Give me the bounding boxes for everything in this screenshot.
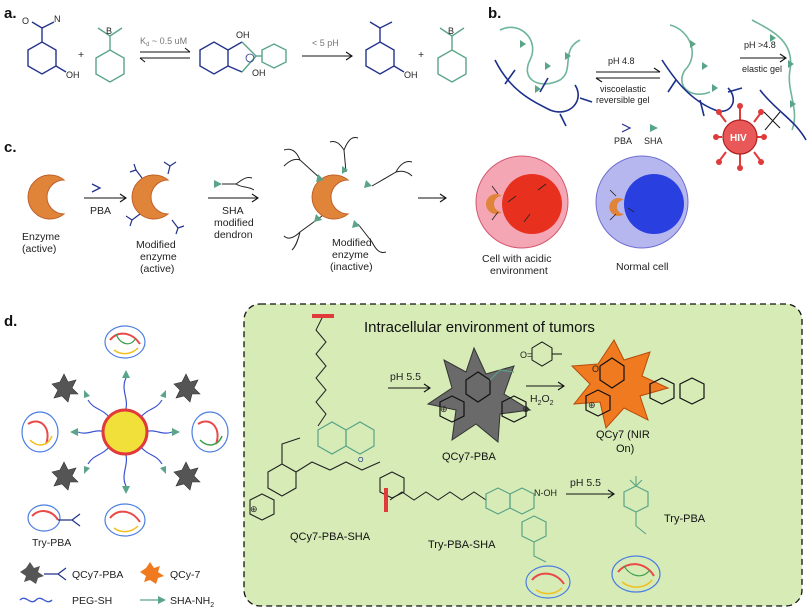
legend-qcy7-label: QCy-7: [170, 569, 200, 581]
legend-pba-label: PBA: [614, 136, 632, 146]
inactive-enzyme-label-2: enzyme: [332, 249, 369, 261]
legend-sha-label: SHA: [644, 136, 663, 146]
legend-peg-label: PEG-SH: [72, 595, 112, 607]
svg-text:⊕: ⊕: [440, 404, 448, 414]
panel-d-label: d.: [4, 313, 17, 330]
h2o2-label: H2O2: [530, 393, 554, 407]
svg-text:O: O: [358, 457, 364, 464]
ph55-label-bottom: pH 5.5: [570, 477, 601, 489]
polymer-network-1: [494, 26, 593, 127]
atom-oh-1: OH: [66, 70, 80, 80]
inactive-enzyme-label-3: (inactive): [330, 261, 373, 273]
enzyme-label-1: Enzyme: [22, 231, 60, 243]
nanoparticle-assembly: [21, 325, 229, 537]
ph55-label-top: pH 5.5: [390, 371, 421, 383]
svg-text:⊕: ⊕: [250, 504, 258, 514]
mod-enzyme-label-3: (active): [140, 263, 174, 275]
qcy7-nir-on-molecule: O ⊕: [570, 339, 705, 430]
sha-label-3: dendron: [214, 229, 253, 241]
try-pba-label-left: Try-PBA: [32, 537, 71, 549]
sha-molecule-right: OH: [365, 21, 418, 80]
sha-label-1: SHA: [222, 205, 244, 217]
reversible-gel-label: reversible gel: [596, 95, 650, 105]
atom-oh-4: OH: [404, 70, 418, 80]
qcy7-pba-sha-probe: O ⊕: [249, 314, 405, 521]
try-pba-sha-molecule: N-OH: [384, 487, 571, 599]
plus-sign-a1: +: [78, 49, 84, 61]
qcy7-pba-label: QCy7-PBA: [442, 451, 496, 463]
enzyme-active-shape: [27, 174, 66, 220]
panel-b-label: b.: [488, 5, 501, 22]
qcy7-nir-label-1: QCy7 (NIR: [596, 429, 650, 441]
acidic-cell: [475, 155, 569, 249]
qcy7-pba-sha-label: QCy7-PBA-SHA: [290, 531, 371, 543]
panel-a-label: a.: [4, 5, 17, 22]
quinone-methide: O=: [520, 341, 562, 367]
modified-enzyme-active-shape: [131, 174, 170, 220]
atom-oh-3: OH: [252, 68, 266, 78]
qcy7-nir-label-2: On): [616, 443, 634, 455]
svg-text:O: O: [592, 364, 599, 374]
legend-sha-label: SHA-NH2: [170, 595, 214, 609]
acidic-cell-label-1: Cell with acidic: [482, 253, 551, 265]
mod-enzyme-label-1: Modified: [136, 239, 176, 251]
svg-text:⊕: ⊕: [588, 400, 596, 410]
pba-glyph-c: [91, 183, 102, 193]
pba-molecule-left: B: [95, 26, 125, 83]
sha-pba-complex: OH OH: [199, 30, 287, 78]
atom-n-1: N: [54, 14, 61, 24]
sha-dendron-glyph: [214, 177, 255, 191]
viscoelastic-label: viscoelastic: [600, 84, 647, 94]
enzyme-label-2: (active): [22, 243, 56, 255]
normal-cell-label: Normal cell: [616, 261, 669, 273]
svg-text:O=: O=: [520, 350, 532, 360]
pba-molecule-right: B: [437, 26, 467, 83]
svg-text:⊕: ⊕: [522, 404, 530, 414]
panel-a: a. O N OH + B Kd ~ 0.5 uM: [4, 5, 467, 83]
try-pba-label-right: Try-PBA: [664, 513, 706, 525]
tumor-environment-box: [243, 303, 803, 607]
sha-molecule-left: O N OH: [22, 14, 80, 80]
panel-b-legend: PBA SHA: [614, 123, 663, 146]
elastic-gel-label: elastic gel: [742, 64, 782, 74]
acidic-cell-label-2: environment: [490, 265, 548, 277]
kd-label: Kd ~ 0.5 uM: [140, 36, 187, 48]
hiv-label: HIV: [730, 133, 747, 144]
polymer-network-3: [751, 19, 807, 141]
mod-enzyme-label-2: enzyme: [140, 251, 177, 263]
box-title: Intracellular environment of tumors: [364, 319, 595, 336]
atom-b-2: B: [448, 26, 454, 36]
qcy7-pba-molecule: ⊕ ⊕: [426, 346, 532, 443]
atom-oh-2: OH: [236, 30, 250, 40]
svg-text:N-OH: N-OH: [534, 488, 557, 498]
try-pba-molecule-right: [611, 476, 661, 593]
atom-b-1: B: [106, 26, 112, 36]
panel-d-legend: QCy7-PBA QCy-7 PEG-SH SHA-NH2: [19, 562, 214, 609]
panel-b: b. pH 4.8 viscoelastic reversible gel: [488, 5, 807, 171]
normal-cell: [595, 155, 689, 249]
protein-glyphs: [21, 325, 229, 537]
try-pba-sha-label: Try-PBA-SHA: [428, 539, 496, 551]
legend-qcy7pba-label: QCy7-PBA: [72, 569, 123, 581]
inactive-enzyme-label-1: Modified: [332, 237, 372, 249]
panel-c: c. Enzyme (active) PBA Modified enzyme (…: [4, 137, 689, 277]
modified-enzyme-inactive-shape: [311, 174, 350, 220]
atom-o-1: O: [22, 16, 29, 26]
plus-sign-a2: +: [418, 49, 424, 61]
panel-d: d.: [4, 303, 803, 609]
polymer-network-2: [661, 24, 743, 117]
pba-label-c: PBA: [90, 205, 111, 217]
panel-c-label: c.: [4, 139, 17, 156]
ph-gt-48-label: pH >4.8: [744, 40, 776, 50]
sha-label-2: modified: [214, 217, 254, 229]
hiv-virus: HIV: [713, 103, 767, 171]
ph-48-label: pH 4.8: [608, 56, 635, 66]
try-pba-glyph-left: [27, 504, 81, 532]
ph-threshold-label: < 5 pH: [312, 38, 339, 48]
